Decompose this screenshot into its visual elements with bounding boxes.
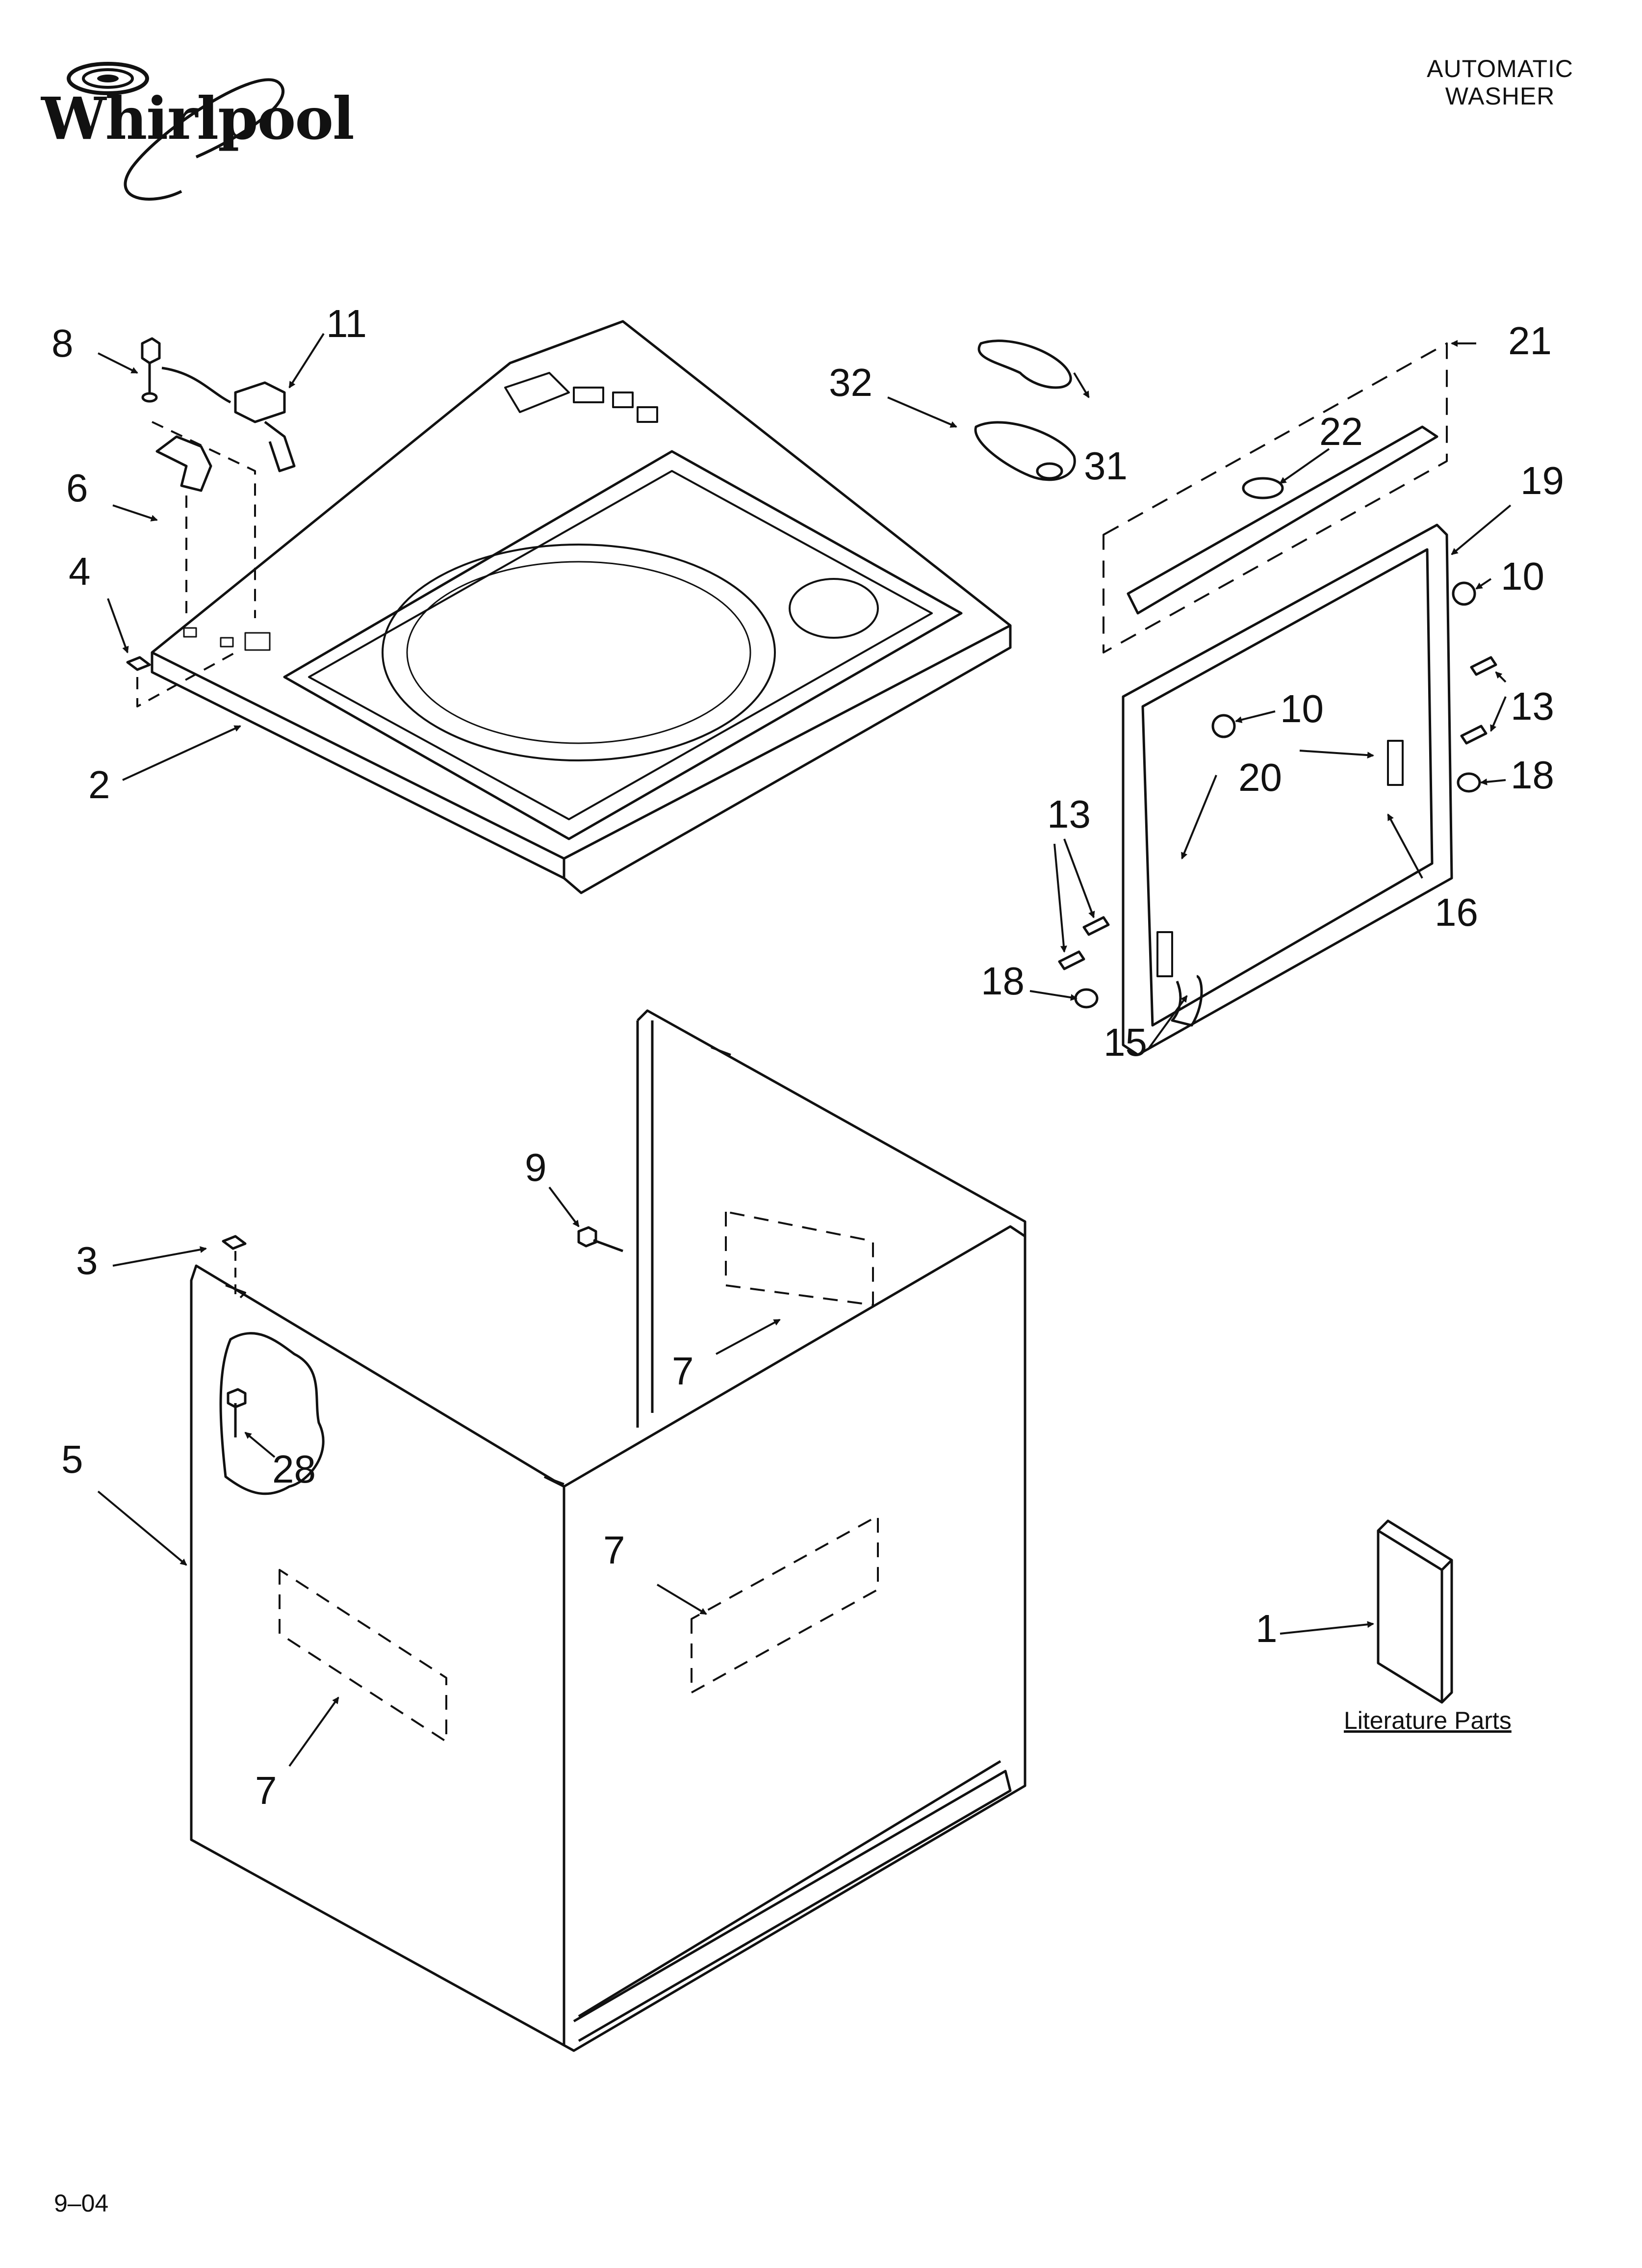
callout-7c: 7: [255, 1769, 277, 1812]
callout-21: 21: [1508, 319, 1552, 363]
callout-13b: 13: [1047, 792, 1091, 836]
bleach-dispenser: [974, 339, 1076, 481]
callout-9: 9: [525, 1146, 547, 1189]
lid-panel-outline: [1103, 342, 1448, 653]
callout-11: 11: [326, 302, 367, 345]
callout-6: 6: [66, 466, 88, 510]
callout-31: 31: [1084, 444, 1128, 488]
callout-15: 15: [1103, 1020, 1147, 1064]
callout-13a: 13: [1511, 684, 1554, 728]
callout-1: 1: [1256, 1607, 1278, 1650]
clip-part-3: [222, 1235, 247, 1250]
date-code: 9–04: [54, 2190, 109, 2217]
lid-switch-assembly: [126, 337, 296, 671]
screw-part-9: [577, 1226, 623, 1252]
callout-18b: 18: [981, 959, 1025, 1003]
callout-28: 28: [272, 1447, 316, 1491]
callout-19: 19: [1520, 459, 1564, 502]
callout-22: 22: [1319, 410, 1363, 453]
callout-18a: 18: [1511, 753, 1554, 797]
callout-10b: 10: [1280, 687, 1324, 730]
whirlpool-logo: [34, 44, 338, 213]
callout-7b: 7: [603, 1528, 625, 1572]
lid-assembly: [1122, 523, 1453, 1056]
document-header: AUTOMATIC WASHER: [1427, 55, 1573, 110]
callout-4: 4: [69, 549, 91, 593]
callout-5: 5: [61, 1437, 83, 1481]
leader-arrows: [97, 333, 1512, 1767]
callout-16: 16: [1435, 890, 1478, 934]
callout-10a: 10: [1501, 554, 1544, 598]
literature-book: [1377, 1519, 1453, 1704]
literature-parts-label: Literature Parts: [1344, 1707, 1512, 1734]
callout-20: 20: [1238, 756, 1282, 799]
washer-top-panel: [151, 320, 1012, 894]
washer-cabinet: [190, 1009, 1026, 2052]
callout-8: 8: [51, 321, 74, 365]
callout-3: 3: [76, 1239, 98, 1282]
header-line-1: AUTOMATIC: [1427, 55, 1573, 82]
brand-logo-text: Whirlpool: [41, 84, 355, 153]
callout-2: 2: [88, 763, 110, 807]
label-outlines: [279, 1211, 879, 1743]
callout-7a: 7: [672, 1349, 694, 1393]
header-line-2: WASHER: [1445, 82, 1555, 110]
callout-32: 32: [829, 361, 872, 404]
